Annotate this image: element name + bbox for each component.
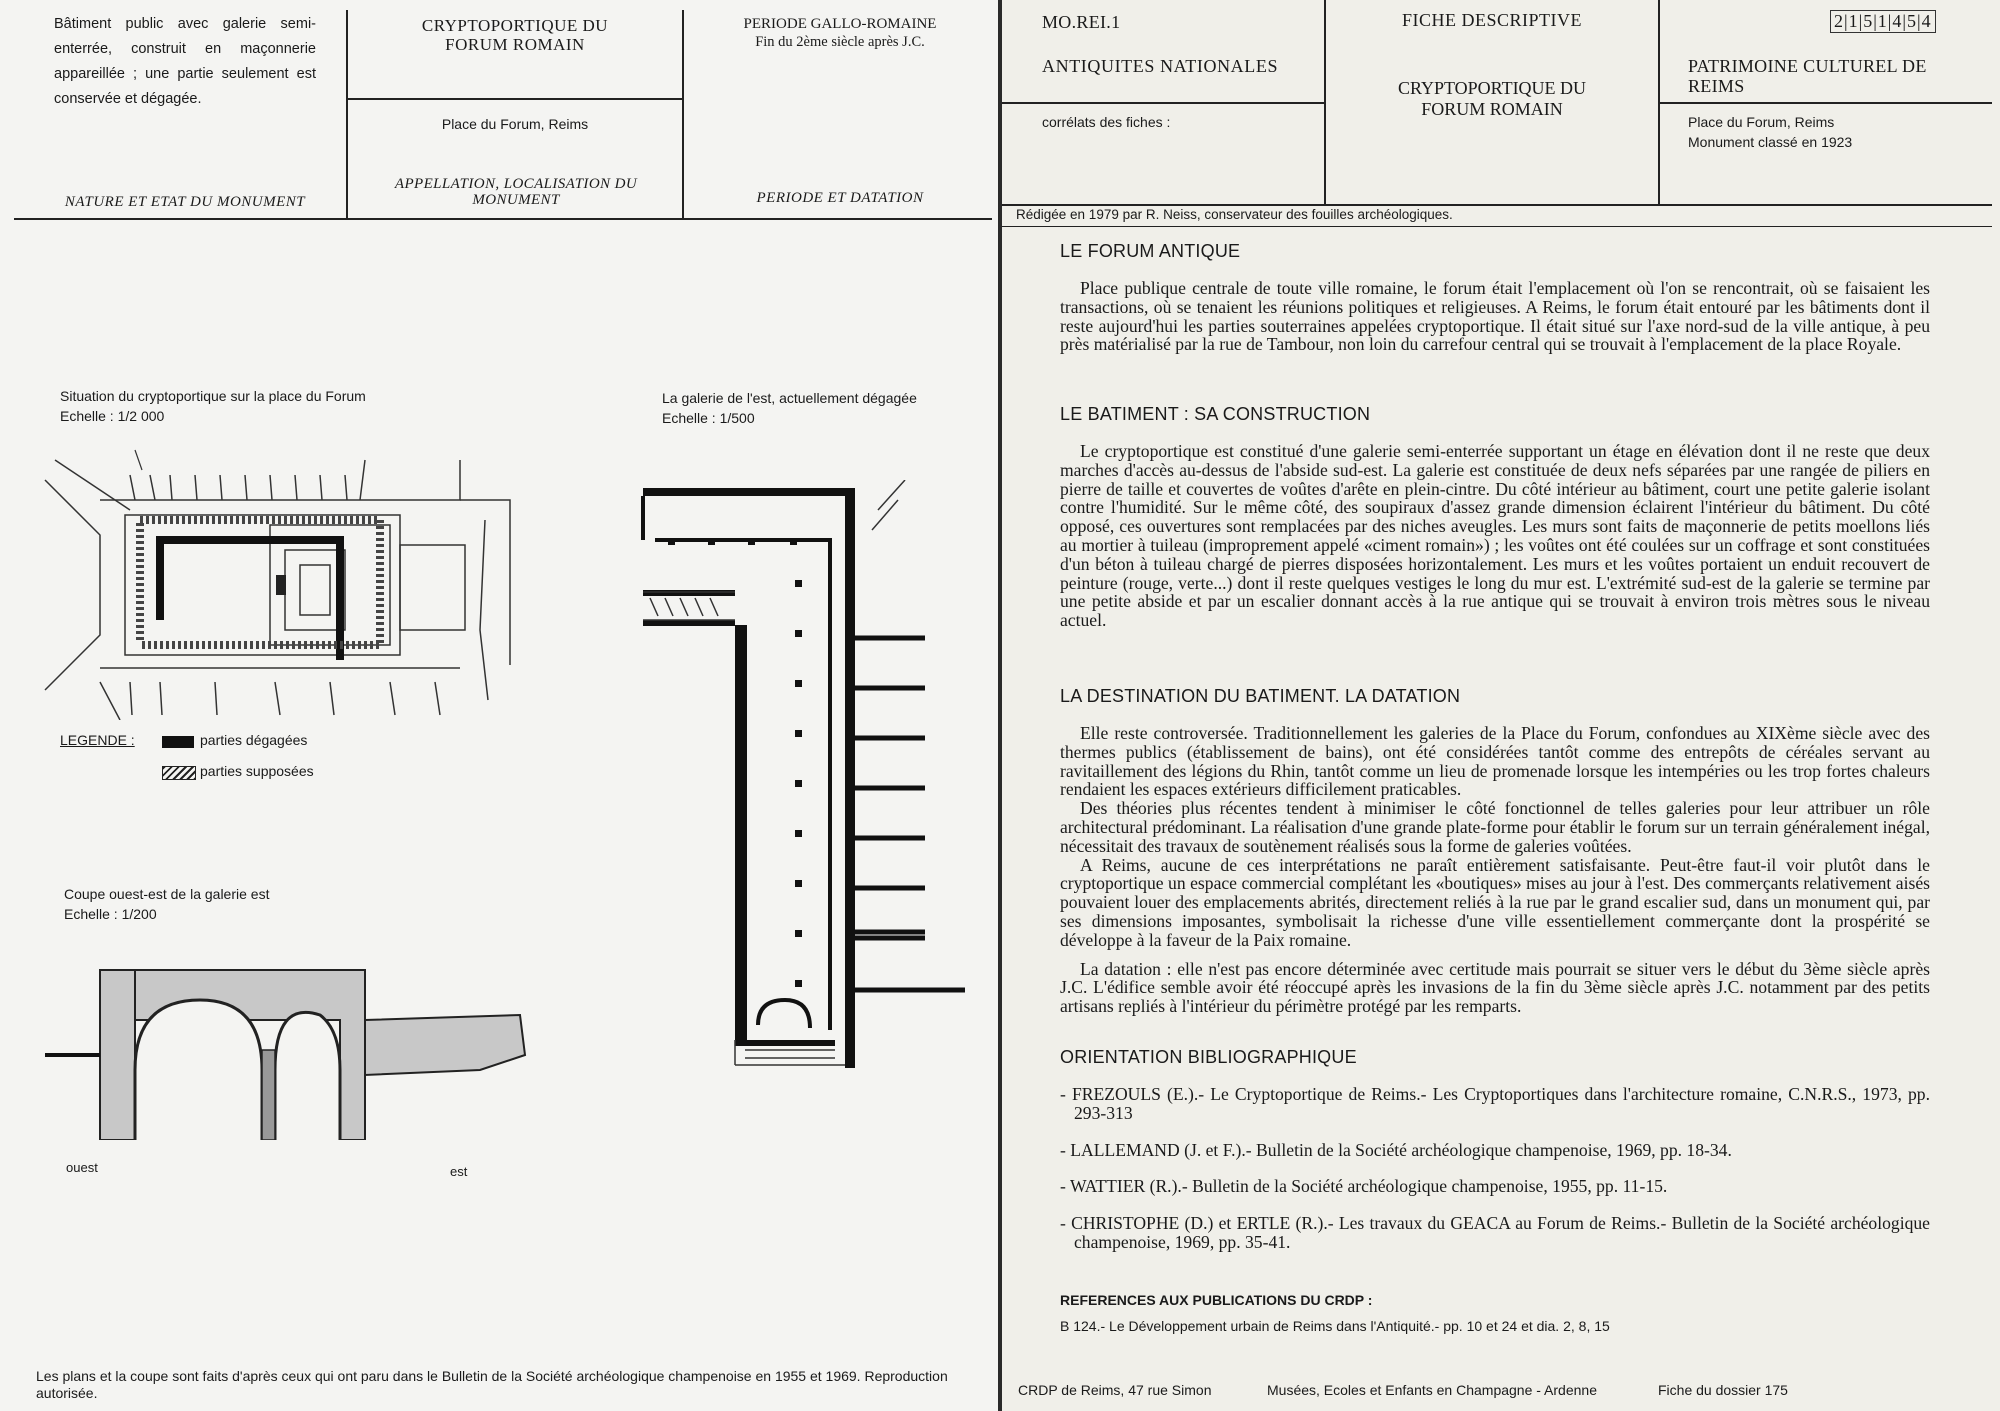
header-div-1 <box>1324 0 1326 204</box>
section-east-label: est <box>450 1164 468 1179</box>
destination-p1: Elle reste controversée. Traditionnellem… <box>1060 723 1930 800</box>
bib-item-4: - CHRISTOPHE (D.) et ERTLE (R.).- Les tr… <box>1060 1213 1930 1252</box>
fiche-code: MO.REI.1 <box>1042 12 1121 32</box>
nature-label: NATURE ET ETAT DU MONUMENT <box>64 194 306 210</box>
site-plan-drawing <box>44 449 511 720</box>
east-gallery-plan <box>641 480 965 1068</box>
plan1-title: Situation du cryptoportique sur la place… <box>60 388 366 404</box>
plan2-scale: Echelle : 1/500 <box>662 410 755 426</box>
section-destination-title: LA DESTINATION DU BATIMENT. LA DATATION <box>1060 686 1461 706</box>
crdp-title: REFERENCES AUX PUBLICATIONS DU CRDP : <box>1060 1292 1373 1308</box>
section-drawing <box>45 969 527 1140</box>
header-divider-1 <box>346 10 348 220</box>
crdp-ref: B 124.- Le Développement urbain de Reims… <box>1060 1318 1610 1334</box>
right-page: MO.REI.1 ANTIQUITES NATIONALES corrélats… <box>1002 0 2000 1411</box>
section-scale: Echelle : 1/200 <box>64 906 157 922</box>
header-left-rule <box>1002 102 1324 104</box>
correlats: corrélats des fiches : <box>1042 114 1171 130</box>
plan1-scale: Echelle : 1/2 000 <box>60 408 165 424</box>
legend-label: LEGENDE : <box>60 732 135 748</box>
header-bottom-rule <box>14 218 992 220</box>
bibliography-title: ORIENTATION BIBLIOGRAPHIQUE <box>1060 1047 1357 1067</box>
bib-item-2: - LALLEMAND (J. et F.).- Bulletin de la … <box>1060 1139 1732 1160</box>
monument-location: Place du Forum, Reims <box>441 116 589 132</box>
place: Place du Forum, Reims <box>1688 114 1835 130</box>
bib-item-3: - WATTIER (R.).- Bulletin de la Société … <box>1060 1176 1668 1197</box>
destination-p4: La datation : elle n'est pas encore déte… <box>1060 958 1930 1017</box>
destination-p2: Des théories plus récentes tendent à min… <box>1060 798 1930 856</box>
section-title: Coupe ouest-est de la galerie est <box>64 886 270 902</box>
fiche-number: 2|1|5|1|4|5|4 <box>1830 10 1936 33</box>
patrimoine: PATRIMOINE CULTUREL DE REIMS <box>1688 56 1927 96</box>
section-construction-title: LE BATIMENT : SA CONSTRUCTION <box>1060 404 1371 424</box>
period-label: PERIODE ET DATATION <box>756 190 924 206</box>
left-page: Bâtiment public avec galerie semi-enterr… <box>0 0 998 1411</box>
plan2-title: La galerie de l'est, actuellement dégagé… <box>662 390 917 406</box>
bibliography-list: - FREZOULS (E.).- Le Cryptoportique de R… <box>1060 1085 1930 1252</box>
legend-item-cleared: parties dégagées <box>200 732 308 748</box>
fiche-title: CRYPTOPORTIQUE DU FORUM ROMAIN <box>1397 78 1587 119</box>
header-rule <box>1002 204 1992 206</box>
legend-item-supposed: parties supposées <box>200 763 314 779</box>
header-right-rule <box>1660 102 1992 104</box>
section-forum-text: Place publique centrale de toute ville r… <box>1060 278 1930 355</box>
destination-p3: A Reims, aucune de ces interprétations n… <box>1060 854 1930 950</box>
header-div-2 <box>1658 0 1660 204</box>
bib-item-1: - FREZOULS (E.).- Le Cryptoportique de R… <box>1060 1084 1930 1123</box>
appellation-label: APPELLATION, LOCALISATION DU MONUMENT <box>394 176 638 208</box>
redige: Rédigée en 1979 par R. Neiss, conservate… <box>1016 207 1453 222</box>
monument-title: CRYPTOPORTIQUE DU FORUM ROMAIN <box>421 16 609 54</box>
section-construction-text: Le cryptoportique est constitué d'une ga… <box>1060 441 1930 631</box>
section-forum-title: LE FORUM ANTIQUE <box>1060 241 1241 261</box>
legend-swatch-supposed <box>162 766 196 780</box>
legend-swatch-cleared <box>162 736 194 748</box>
redige-rule <box>1002 226 1992 227</box>
header-divider-2 <box>682 10 684 220</box>
footer-dossier: Fiche du dossier 175 <box>1658 1382 1788 1398</box>
classe: Monument classé en 1923 <box>1688 134 1853 150</box>
section-destination-body: Elle reste controversée. Traditionnellem… <box>1060 724 1930 1016</box>
section-west-label: ouest <box>66 1160 98 1175</box>
header-title-rule <box>348 98 682 100</box>
nature-text: Bâtiment public avec galerie semi-enterr… <box>54 16 316 107</box>
fiche-descriptive: FICHE DESCRIPTIVE <box>1401 10 1582 30</box>
antiquites-nationales: ANTIQUITES NATIONALES <box>1042 56 1279 76</box>
period-date: Fin du 2ème siècle après J.C. <box>755 34 925 50</box>
footer-crdp: CRDP de Reims, 47 rue Simon <box>1018 1382 1212 1398</box>
period: PERIODE GALLO-ROMAINE <box>743 16 937 32</box>
footer-musees: Musées, Ecoles et Enfants en Champagne -… <box>1267 1382 1597 1398</box>
left-footer: Les plans et la coupe sont faits d'après… <box>36 1368 948 1401</box>
